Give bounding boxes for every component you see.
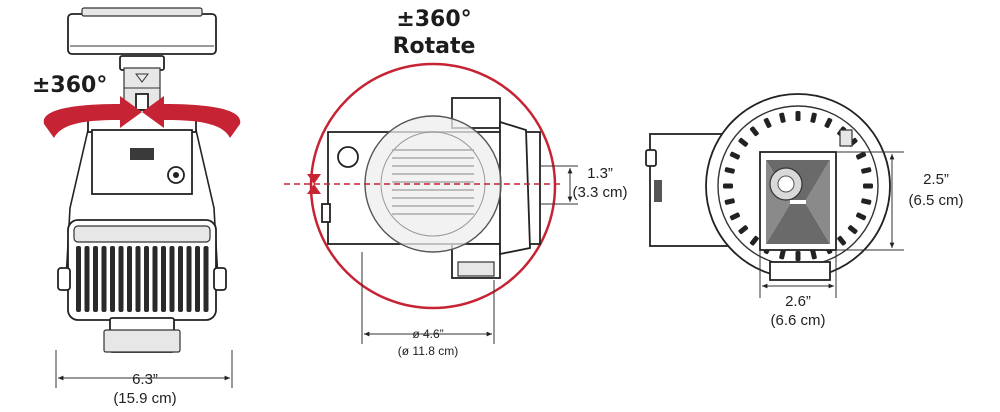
left-width-dimension [55, 350, 233, 388]
middle-rotation-value: ±360° [396, 7, 471, 32]
vent-slot [749, 235, 759, 246]
front-view-fixture [645, 93, 891, 281]
middle-diameter-centimeters: (ø 11.8 cm) [398, 344, 458, 358]
middle-height-centimeters: (3.3 cm) [572, 184, 627, 201]
heat-sink-fin [161, 246, 166, 312]
middle-diameter-inches: ø 4.6” [412, 327, 443, 341]
vent-slot [810, 112, 817, 123]
right-width-dimension [759, 250, 837, 298]
vent-slot [795, 111, 801, 121]
vent-slot [847, 225, 858, 235]
heat-sink-fin [127, 246, 132, 312]
heat-sink-fin [144, 246, 149, 312]
left-width-inches: 6.3” [132, 371, 158, 388]
heat-sink-fin [93, 246, 98, 312]
heat-sink-fin [101, 246, 107, 312]
offset-marker [284, 174, 560, 194]
heat-sink-fin [135, 246, 141, 312]
right-height-inches: 2.5” [923, 171, 949, 188]
vent-slot [779, 112, 786, 123]
vent-slot [810, 249, 817, 260]
vent-slot [724, 198, 735, 205]
heat-sink-fin [186, 246, 192, 312]
heat-sink-fin [110, 246, 115, 312]
vent-slot [863, 183, 873, 189]
vent-slot [861, 198, 872, 205]
vent-slot [795, 251, 801, 261]
right-height-centimeters: (6.5 cm) [908, 192, 963, 209]
vent-slot [749, 126, 759, 137]
vent-slot [837, 235, 847, 246]
top-view-fixture [309, 62, 557, 310]
heat-sink-fin [195, 246, 200, 312]
vent-slot [861, 167, 872, 174]
middle-diameter-dimension [361, 252, 495, 344]
right-width-inches: 2.6” [785, 293, 811, 310]
middle-rotation-word: Rotate [393, 34, 476, 59]
side-view-fixture [43, 7, 241, 353]
left-rotation-label: ±360° [32, 73, 107, 98]
right-height-dimension [836, 151, 904, 251]
middle-height-dimension [540, 165, 578, 205]
vent-slot [729, 151, 741, 160]
vent-slot [824, 117, 833, 129]
heat-sink-fin [76, 246, 81, 312]
vent-slot [738, 225, 749, 235]
vent-slot [738, 137, 749, 147]
vent-slot [724, 167, 735, 174]
vent-slot [855, 151, 867, 160]
left-width-centimeters: (15.9 cm) [113, 390, 176, 407]
vent-slot [723, 183, 733, 189]
right-width-centimeters: (6.6 cm) [770, 312, 825, 329]
middle-height-inches: 1.3” [587, 165, 613, 182]
heat-sink-fin [169, 246, 175, 312]
heat-sink-fin [118, 246, 124, 312]
vent-slot [763, 117, 772, 129]
vent-slot [729, 212, 741, 221]
heat-sink-fin [203, 246, 209, 312]
vent-slot [855, 212, 867, 221]
heat-sink-fin [84, 246, 90, 312]
heat-sink-fin [178, 246, 183, 312]
vent-slot [779, 249, 786, 260]
heat-sink-fin [152, 246, 158, 312]
